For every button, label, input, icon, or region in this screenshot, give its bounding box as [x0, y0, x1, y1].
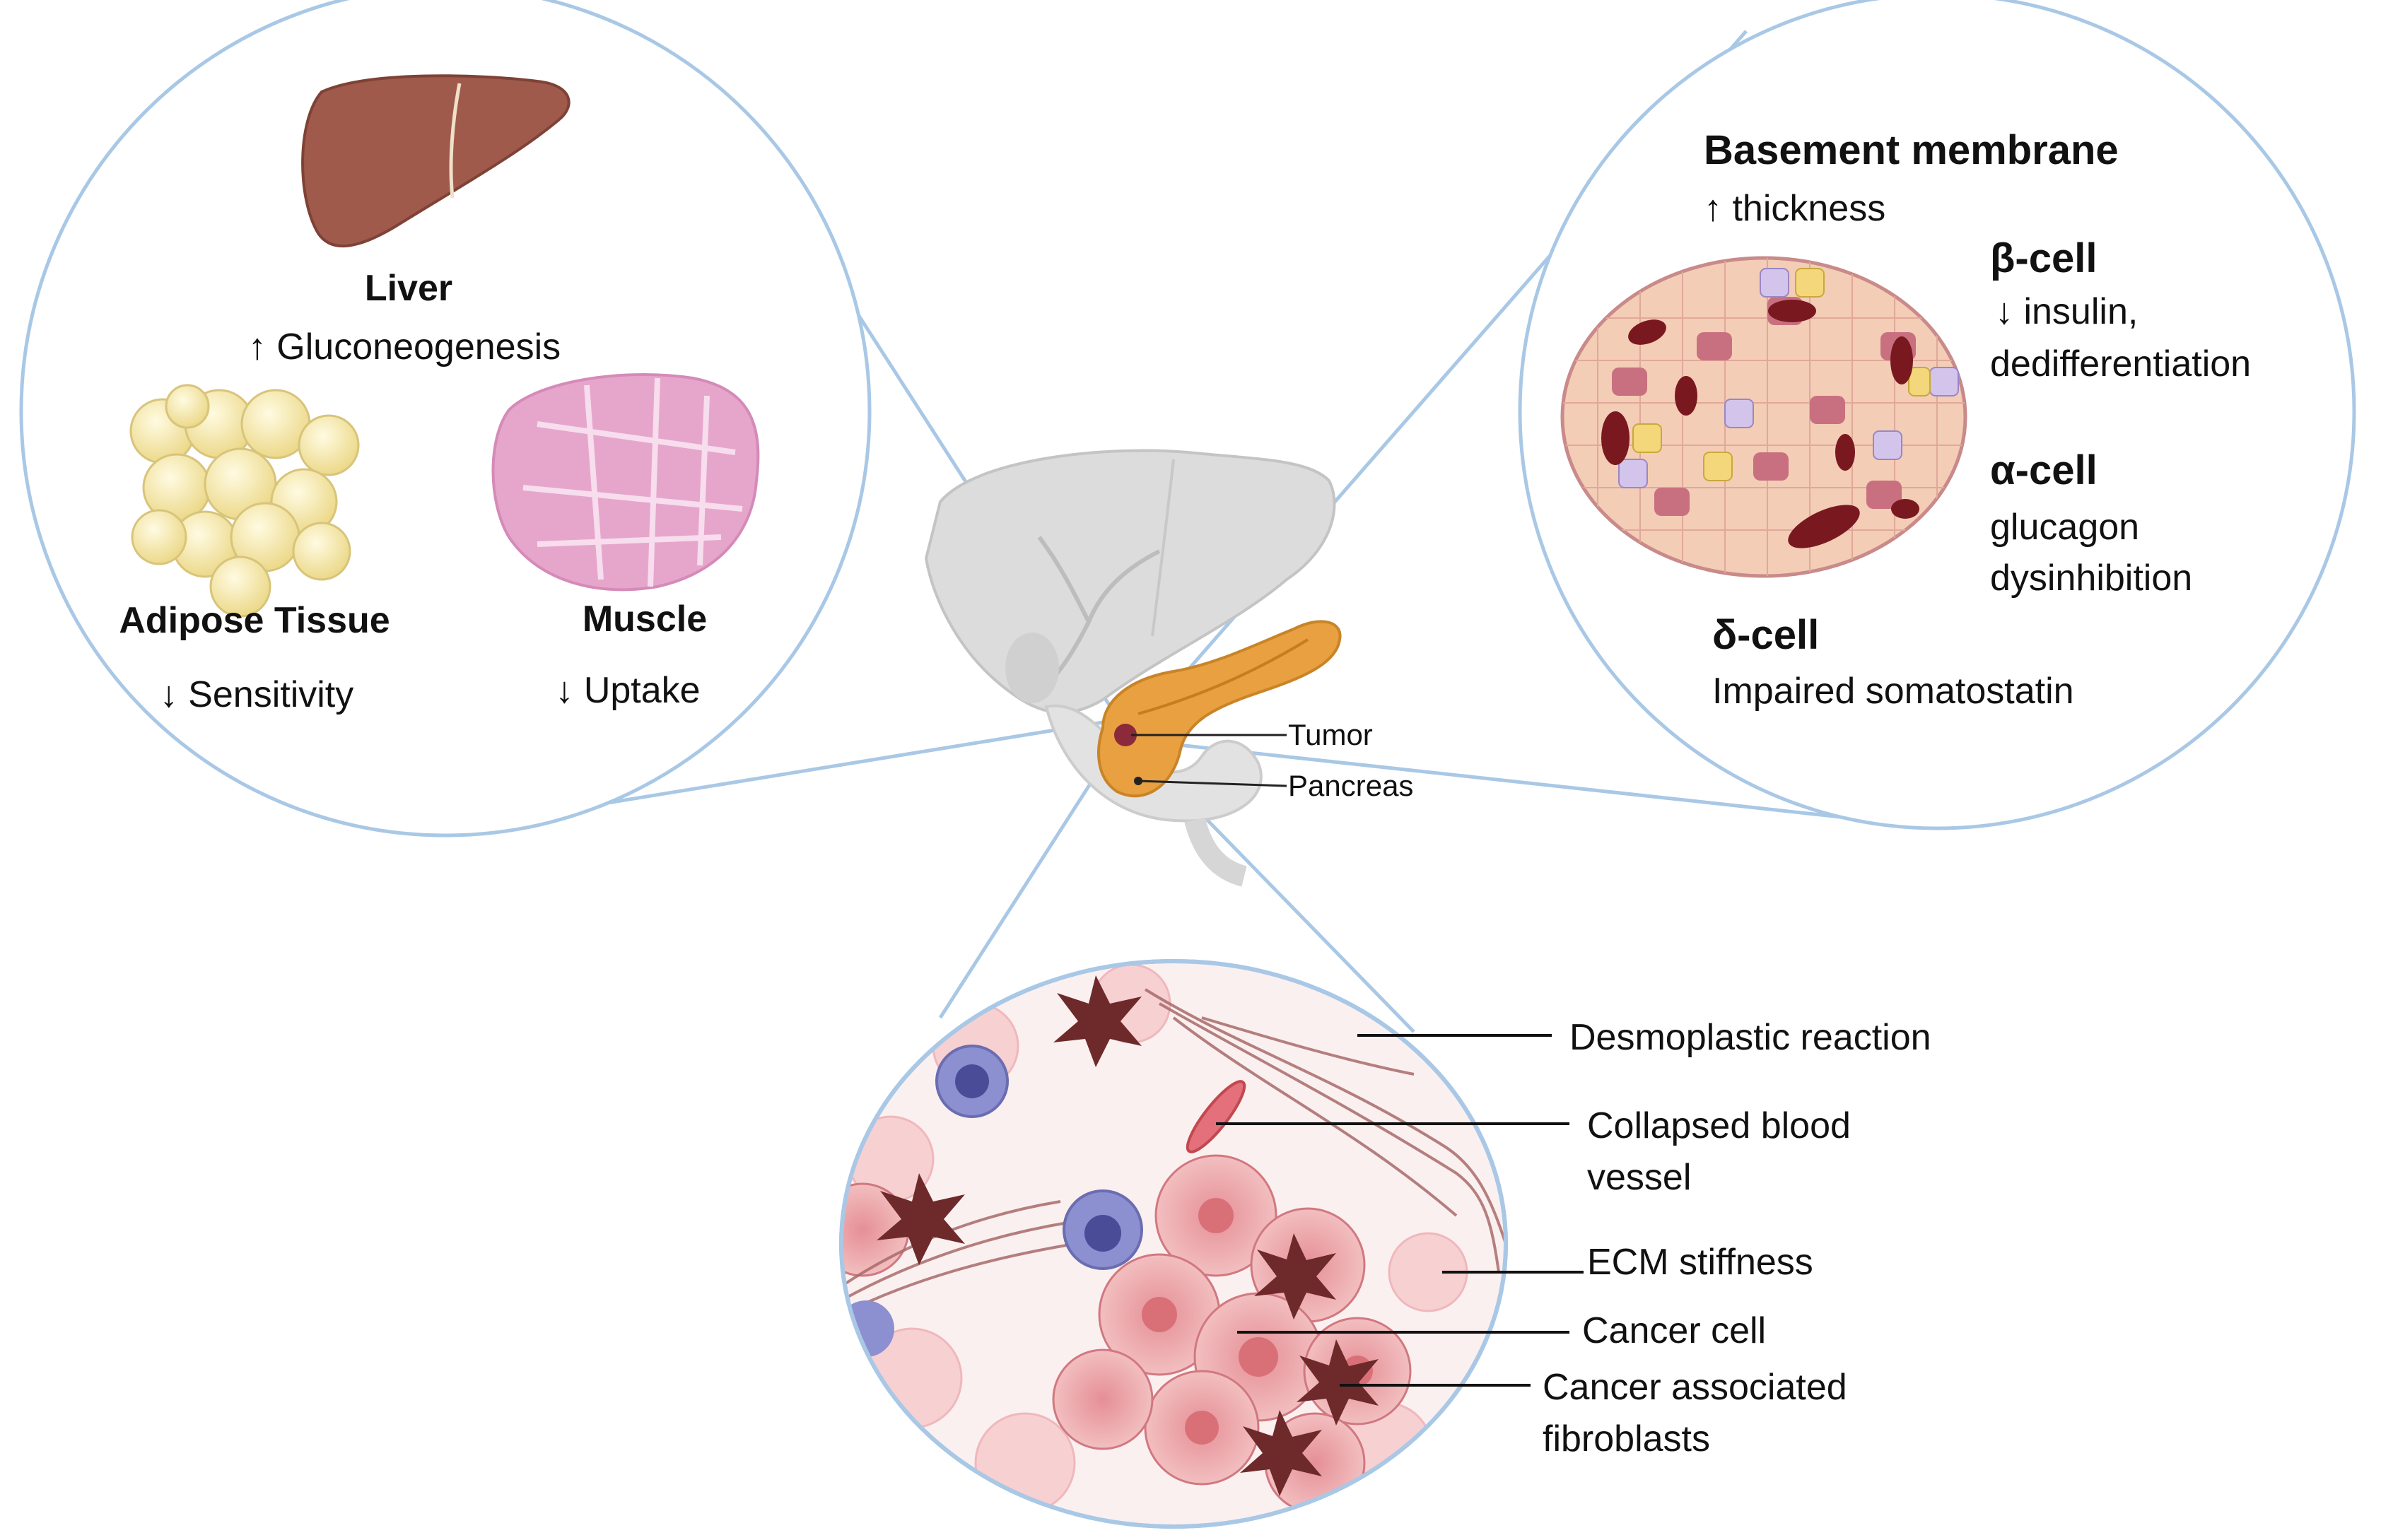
- islet-illustration: [1560, 256, 1967, 578]
- desmoplastic-fibers: [841, 988, 1506, 1316]
- beta-cell-effect-1: ↓ insulin,: [1995, 291, 2138, 332]
- alpha-cell-effect-2: dysinhibition: [1990, 558, 2192, 599]
- callout-lines: [1216, 1034, 1584, 1387]
- beta-cell-effect-2: dedifferentiation: [1990, 343, 2251, 384]
- pancreas-label: Pancreas: [1288, 769, 1413, 802]
- beta-cell-title: β-cell: [1990, 235, 2097, 281]
- adipose-illustration: [129, 384, 360, 618]
- cancer-cell-label: Cancer cell: [1582, 1310, 1766, 1351]
- collapsed-vessel-label-2: vessel: [1587, 1157, 1691, 1198]
- peripheral-tissues-panel: [19, 0, 872, 837]
- collapsed-vessel-label-1: Collapsed blood: [1587, 1105, 1851, 1146]
- liver-title: Liver: [365, 268, 452, 309]
- fibroblast-cells: [877, 975, 1379, 1496]
- basement-membrane-title: Basement membrane: [1704, 127, 2119, 173]
- islet-panel: [1518, 0, 2356, 830]
- muscle-illustration: [491, 373, 760, 592]
- adipose-title: Adipose Tissue: [119, 600, 390, 641]
- tumor-microenvironment-panel: [839, 959, 1508, 1529]
- delta-cell-title: δ-cell: [1712, 612, 1819, 658]
- muscle-effect: ↓ Uptake: [555, 670, 700, 711]
- gallbladder: [1005, 633, 1059, 703]
- liver-effect: ↑ Gluconeogenesis: [248, 327, 561, 368]
- left-zoom-circle: [19, 0, 872, 837]
- delta-cell-effect: Impaired somatostatin: [1712, 671, 2074, 712]
- ecm-stiffness-label: ECM stiffness: [1587, 1242, 1813, 1283]
- alpha-cell-effect-1: glucagon: [1990, 507, 2139, 548]
- center-anatomy: [924, 449, 1342, 887]
- tumor-dot: [1114, 724, 1137, 746]
- caf-label-2: fibroblasts: [1543, 1418, 1710, 1459]
- alpha-cell-title: α-cell: [1990, 447, 2098, 493]
- tumor-label: Tumor: [1288, 718, 1373, 751]
- liver-illustration: [301, 74, 571, 248]
- desmoplastic-label: Desmoplastic reaction: [1569, 1017, 1931, 1058]
- basement-membrane-effect: ↑ thickness: [1704, 188, 1885, 229]
- muscle-title: Muscle: [583, 599, 707, 640]
- caf-label-1: Cancer associated: [1543, 1367, 1847, 1408]
- adipose-effect: ↓ Sensitivity: [160, 674, 354, 715]
- pancreas-shape: [1097, 620, 1342, 798]
